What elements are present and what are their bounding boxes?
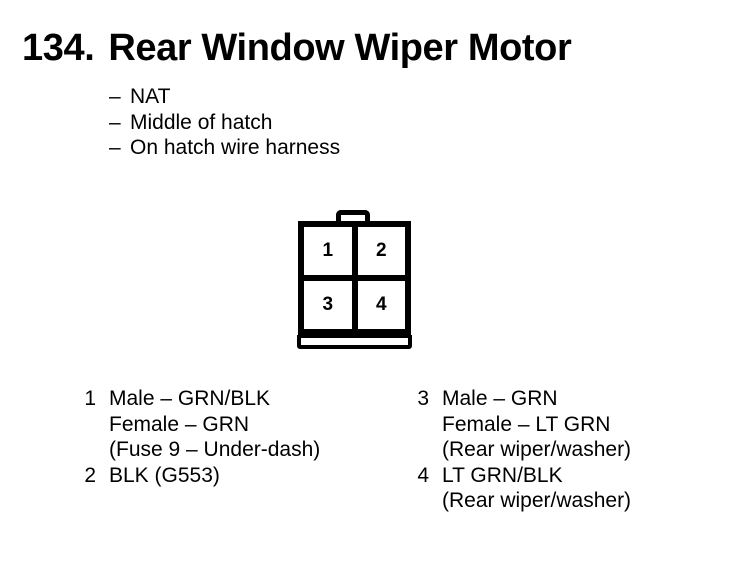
pin-entry-4: 4 LT GRN/BLK (Rear wiper/washer) [411,463,631,514]
pin-number-2: 2 [84,463,96,487]
page-title-number: 134. [22,27,95,69]
pin-1-line-2: Female – GRN [109,412,250,436]
pin-4-line-1: LT GRN/BLK [442,463,563,487]
connector-cavity-3: 3 [304,278,355,329]
dash-glyph: – [109,85,121,108]
connector-latch-tab [336,210,370,224]
dash-glyph: – [109,136,121,159]
connector-body: 1 2 3 4 [298,221,411,335]
page-title-text: Rear Window Wiper Motor [108,27,572,69]
description-item-3-text: On hatch wire harness [130,136,341,159]
pin-number-1: 1 [84,387,96,410]
pin-number-4: 4 [417,463,429,487]
pin-3-line-2: Female – LT GRN [442,412,611,436]
pin-1-line-3: (Fuse 9 – Under-dash) [109,438,321,461]
pin-entry-3: 3 Male – GRN Female – LT GRN (Rear wiper… [411,386,631,463]
pin-1-line-1: Male – GRN/BLK [109,387,271,410]
description-item-3: –On hatch wire harness [109,135,340,161]
pin-description-2: BLK (G553) [109,463,220,489]
connector-cavity-4: 4 [354,278,405,329]
description-item-1-text: NAT [130,85,171,108]
connector-cavity-2: 2 [354,227,405,278]
description-item-2-text: Middle of hatch [130,110,273,134]
pin-entry-2: 2 BLK (G553) [78,463,320,489]
page-title: 134. Rear Window Wiper Motor [22,27,572,69]
description-list: –NAT –Middle of hatch –On hatch wire har… [109,84,340,161]
description-item-2: –Middle of hatch [109,110,340,136]
pin-entry-1: 1 Male – GRN/BLK Female – GRN (Fuse 9 – … [78,386,320,463]
pin-legend-right: 3 Male – GRN Female – LT GRN (Rear wiper… [411,386,631,514]
connector-base-bar [297,335,412,349]
pin-3-line-1: Male – GRN [442,387,558,410]
pin-4-line-2: (Rear wiper/washer) [442,489,632,512]
connector-cavity-1: 1 [304,227,355,278]
pin-description-3: Male – GRN Female – LT GRN (Rear wiper/w… [442,386,631,463]
connector-illustration: 1 2 3 4 [297,210,413,350]
dash-glyph: – [109,110,121,134]
pin-legend-left: 1 Male – GRN/BLK Female – GRN (Fuse 9 – … [78,386,320,488]
pin-3-line-3: (Rear wiper/washer) [442,438,632,461]
pin-description-4: LT GRN/BLK (Rear wiper/washer) [442,463,631,514]
pin-number-3: 3 [417,387,429,410]
pin-2-line-1: BLK (G553) [109,463,220,487]
description-item-1: –NAT [109,84,340,110]
pin-description-1: Male – GRN/BLK Female – GRN (Fuse 9 – Un… [109,386,320,463]
